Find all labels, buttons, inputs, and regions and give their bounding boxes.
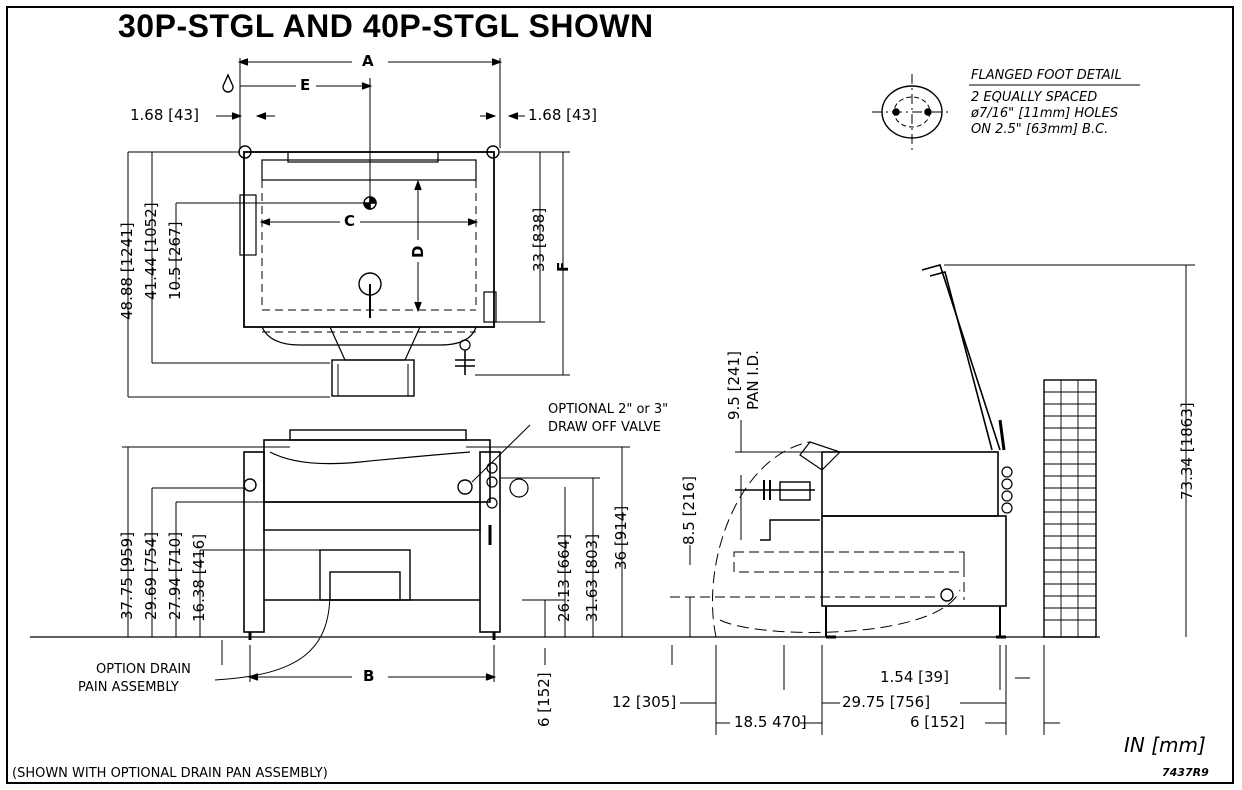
dim-27-94: 27.94 [710] [166, 531, 184, 620]
dim-73-34: 73.34 [1863] [1178, 402, 1196, 500]
flanged-foot-line-2: ø7/16" [11mm] HOLES [971, 106, 1119, 121]
dim-6-front: 6 [152] [535, 672, 553, 727]
dimension-letter-f: F [554, 261, 572, 272]
top-left-offset: 1.68 [43] [130, 106, 199, 124]
dim-29-75: 29.75 [756] [842, 693, 931, 711]
dim-31-63: 31.63 [803] [583, 533, 601, 622]
drawing-title: 30P-STGL AND 40P-STGL SHOWN [118, 8, 654, 44]
dimension-letter-b: B [363, 667, 375, 685]
units-label: IN [mm] [1124, 733, 1206, 757]
dimension-letter-d: D [409, 245, 427, 258]
dimension-letter-e: E [300, 76, 311, 94]
top-right-offset: 1.68 [43] [528, 106, 597, 124]
dim-8-5: 8.5 [216] [680, 476, 698, 545]
drawing-number: 7437R9 [1162, 766, 1209, 779]
dim-33: 33 [838] [530, 207, 548, 272]
dim-1-54: 1.54 [39] [880, 668, 949, 686]
dim-6-side: 6 [152] [910, 713, 965, 731]
dim-36: 36 [914] [612, 505, 630, 570]
dim-9-5: 9.5 [241] [725, 351, 743, 420]
drain-label-line-1: OPTION DRAIN [96, 662, 191, 677]
dimension-letter-c: C [344, 212, 356, 230]
dim-26-13: 26.13 [664] [555, 533, 573, 622]
dim-37-75: 37.75 [959] [118, 531, 136, 620]
drawing-frame [6, 6, 1234, 784]
front-view [30, 424, 1100, 682]
side-view [670, 264, 1195, 735]
flanged-foot-heading: FLANGED FOOT DETAIL [971, 68, 1122, 83]
dim-41-44: 41.44 [1052] [142, 202, 160, 300]
top-view [127, 58, 570, 398]
dimension-letter-a: A [362, 52, 374, 70]
dim-48-88: 48.88 [1241] [118, 222, 136, 320]
dim-12: 12 [305] [612, 693, 677, 711]
pan-id-label: PAN I.D. [744, 350, 762, 410]
flanged-foot-line-3: ON 2.5" [63mm] B.C. [971, 122, 1109, 137]
dim-29-69: 29.69 [754] [142, 531, 160, 620]
footnote: (SHOWN WITH OPTIONAL DRAIN PAN ASSEMBLY) [12, 766, 328, 781]
dim-10-5: 10.5 [267] [166, 221, 184, 300]
drain-label-line-2: PAIN ASSEMBLY [78, 680, 179, 695]
flanged-foot-detail [872, 74, 1140, 150]
dim-18-5: 18.5 470] [734, 713, 807, 731]
valve-label-line-1: OPTIONAL 2" or 3" [548, 402, 669, 417]
dim-16-38: 16.38 [416] [190, 533, 208, 622]
flanged-foot-line-1: 2 EQUALLY SPACED [971, 90, 1098, 105]
valve-label-line-2: DRAW OFF VALVE [548, 420, 661, 435]
